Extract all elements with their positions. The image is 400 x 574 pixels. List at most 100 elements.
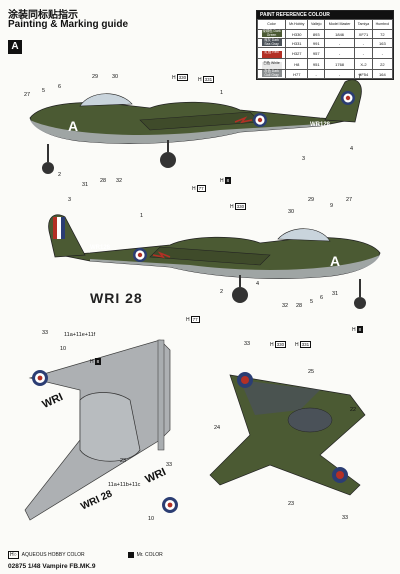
- callout-number: 30: [288, 209, 295, 215]
- side-top-code: WR128: [310, 122, 331, 128]
- callout-number: 33: [166, 462, 173, 468]
- paint-swatch: 深绿色 Dark Green: [261, 29, 282, 38]
- callout-number: 6: [320, 295, 324, 301]
- callout-number: 32: [282, 303, 289, 309]
- callout-number: 25: [308, 369, 315, 375]
- callout-number: 27: [24, 92, 31, 98]
- title-chinese: 涂装同标贴指示: [8, 10, 78, 21]
- paint-swatch-cell: 红色 Red: [256, 47, 287, 59]
- swatch-name-en: Dark Gull Gray: [264, 69, 279, 77]
- paint-table-col-header: Vallejo: [307, 19, 325, 30]
- paint-cell-mrhobby: H327: [285, 47, 309, 59]
- side-bottom-letter: A: [330, 253, 341, 269]
- callout-number: 29: [308, 197, 315, 203]
- swatch-name-cn: 红色: [264, 50, 272, 54]
- callout-number: 23: [120, 458, 127, 464]
- callout-number: 30: [112, 74, 119, 80]
- paint-swatch: 红色 Red: [261, 50, 282, 58]
- paint-cell-mrhobby: H330: [285, 29, 309, 39]
- callout-number: 9: [330, 203, 334, 209]
- mrcolor-label: Mr. COLOR: [136, 552, 163, 558]
- callout-number: 5: [310, 299, 314, 305]
- underside-drawing: [24, 339, 178, 521]
- paint-cell-vallejo: 991: [307, 38, 325, 48]
- paint-cell-modelmaster: -: [323, 69, 356, 79]
- callout-number: 33: [342, 515, 349, 521]
- callout-label: 11a+11e+11f: [64, 332, 96, 338]
- callout-number: 2: [220, 289, 224, 295]
- callout-number: 33: [42, 330, 49, 336]
- paint-table-col-header: Color: [256, 19, 287, 30]
- side-bottom-code: WR128: [90, 245, 111, 251]
- title-english: Painting & Marking guide: [8, 19, 129, 30]
- paint-table-col-header: Model Master: [323, 19, 356, 30]
- callout-number: 28: [100, 178, 107, 184]
- callout-number: 5: [42, 88, 46, 94]
- callout-number: 3: [302, 156, 306, 162]
- top-view-drawing: [209, 372, 366, 496]
- paint-cell-humbrol: -: [371, 47, 394, 59]
- paint-cell-tamiya: -: [354, 38, 373, 48]
- callout-number: 3: [68, 197, 72, 203]
- paint-cell-humbrol: 72: [371, 29, 394, 39]
- scheme-badge: A: [8, 40, 22, 54]
- side-bottom-drawing: [48, 214, 381, 309]
- paint-table-col-header: Tamiya: [354, 19, 373, 30]
- paint-cell-vallejo: 893: [307, 29, 325, 39]
- callout-number: 31: [332, 291, 339, 297]
- paint-cell-tamiya: XF71: [354, 29, 373, 39]
- callout-number: 33: [244, 341, 251, 347]
- paint-cell-vallejo: 957: [307, 47, 325, 59]
- roundel-bottom: [133, 248, 147, 262]
- callout-number: 23: [288, 501, 295, 507]
- paint-table-col-header: Mr.Hobby: [285, 19, 309, 30]
- underside-view: WRI WRI WRI 28 11a+11e+11f 11a+11b+11c 3…: [20, 320, 200, 545]
- callout-number: 1: [140, 213, 144, 219]
- paint-table-col-header: Humbrol: [371, 19, 394, 30]
- kit-title: 02875 1/48 Vampire FB.MK.9: [8, 563, 96, 570]
- callout-number: 24: [214, 425, 221, 431]
- callout-number: 2: [58, 172, 62, 178]
- paint-swatch-cell: 深灰 Dark Sea Gray: [256, 38, 287, 48]
- swatch-name-en: White: [270, 61, 280, 65]
- swatch-name-en: Red: [271, 50, 279, 54]
- color-legend: H○ AQUEOUS HOBBY COLOR Mr. COLOR: [8, 551, 163, 559]
- serial-decal: WRI 28: [90, 290, 143, 306]
- swatch-name-cn: 白色: [263, 61, 271, 65]
- callout-number: 1: [220, 90, 224, 96]
- paint-table-title: PAINT REFERENCE COLOUR: [257, 11, 393, 19]
- paint-swatch: 深灰 Dark Sea Gray: [261, 38, 282, 47]
- paint-cell-humbrol: 163: [371, 38, 394, 48]
- paint-cell-modelmaster: -: [323, 38, 356, 48]
- swatch-name-en: Dark Green: [266, 29, 281, 37]
- aqueous-label: AQUEOUS HOBBY COLOR: [21, 552, 85, 558]
- callout-number: 10: [148, 516, 155, 522]
- callout-number: 10: [60, 346, 67, 352]
- callout-number: 6: [58, 84, 62, 90]
- callout-number: 22: [350, 407, 357, 413]
- side-top-drawing: [29, 79, 362, 174]
- swatch-name-cn: 灰色: [264, 69, 271, 74]
- paint-swatch: 白色 White: [261, 61, 282, 69]
- paint-swatch: 灰色 Dark Gull Gray: [261, 69, 282, 78]
- paint-cell-modelmaster: 1846: [323, 29, 356, 39]
- callout-number: 7: [358, 74, 362, 80]
